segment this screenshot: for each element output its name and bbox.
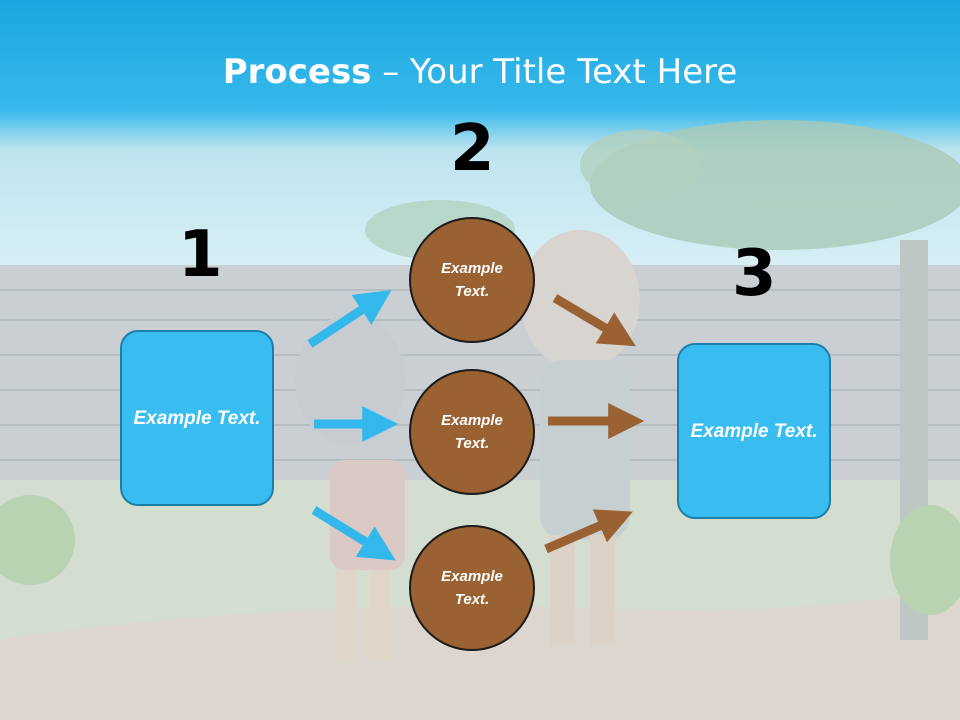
arrow-bottom-to-step-3 bbox=[544, 509, 633, 554]
step-2-circle-top: Example Text. bbox=[409, 217, 535, 343]
title-bold: Process bbox=[222, 52, 372, 92]
step-2-circle-bottom: Example Text. bbox=[409, 525, 535, 651]
slide-title: Process – Your Title Text Here bbox=[0, 52, 960, 92]
step-2-circle-middle: Example Text. bbox=[409, 369, 535, 495]
step-1-number: 1 bbox=[178, 218, 223, 292]
title-rest: – Your Title Text Here bbox=[371, 52, 738, 92]
step-3-box: Example Text. bbox=[677, 343, 831, 519]
arrow-to-top-circle bbox=[307, 290, 392, 348]
step-1-box: Example Text. bbox=[120, 330, 274, 506]
step-3-number: 3 bbox=[732, 237, 777, 311]
arrow-top-to-step-3 bbox=[552, 294, 636, 347]
arrow-to-bottom-circle bbox=[311, 506, 396, 561]
step-2-number: 2 bbox=[450, 112, 495, 186]
